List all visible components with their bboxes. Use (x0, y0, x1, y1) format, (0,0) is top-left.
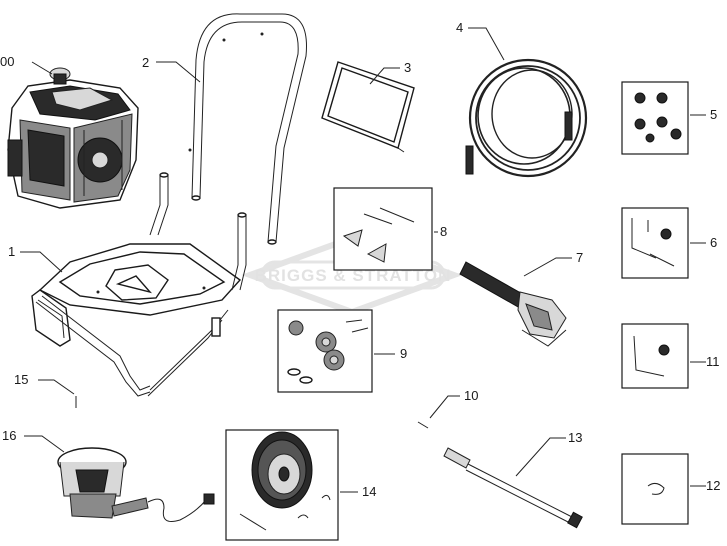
watermark-text: BRIGGS & STRATTON (255, 266, 452, 285)
callout-9: 9 (400, 346, 407, 361)
engine-illustration (7, 67, 139, 209)
callout-5: 5 (710, 107, 717, 122)
callout-6: 6 (710, 235, 717, 250)
wheel-kit-14 (225, 429, 339, 541)
leader-lines (20, 27, 706, 493)
callout-13: 13 (568, 430, 582, 445)
hardware-kit-6 (621, 207, 689, 279)
callout-7: 7 (576, 250, 583, 265)
panel-illustration (321, 61, 415, 153)
hose-illustration (465, 58, 588, 178)
frame-base-illustration (31, 172, 247, 397)
callout-11: 11 (706, 354, 720, 369)
callout-2: 2 (142, 55, 149, 70)
callout-3: 3 (404, 60, 411, 75)
callout-16: 16 (2, 428, 16, 443)
hardware-kit-5 (621, 81, 689, 155)
callout-1: 1 (8, 244, 15, 259)
callout-14: 14 (362, 484, 376, 499)
callout-labels: 00 1 2 3 4 5 6 7 8 9 10 11 12 13 14 15 1… (0, 20, 720, 499)
pin-illustration (417, 421, 429, 429)
hardware-kit-8 (333, 187, 433, 271)
watermark: BRIGGS & STRATTON (241, 234, 463, 316)
clip-kit-12 (621, 453, 689, 525)
wand-illustration (443, 447, 583, 529)
callout-4: 4 (456, 20, 463, 35)
callout-12: 12 (706, 478, 720, 493)
pump-illustration (57, 447, 215, 522)
callout-10: 10 (464, 388, 478, 403)
hardware-kit-11 (621, 323, 689, 389)
handle-illustration (188, 13, 307, 245)
callout-00: 00 (0, 54, 14, 69)
spray-gun-illustration (459, 261, 567, 347)
callout-8: 8 (440, 224, 447, 239)
callout-15: 15 (14, 372, 28, 387)
hardware-kit-9 (277, 309, 373, 393)
